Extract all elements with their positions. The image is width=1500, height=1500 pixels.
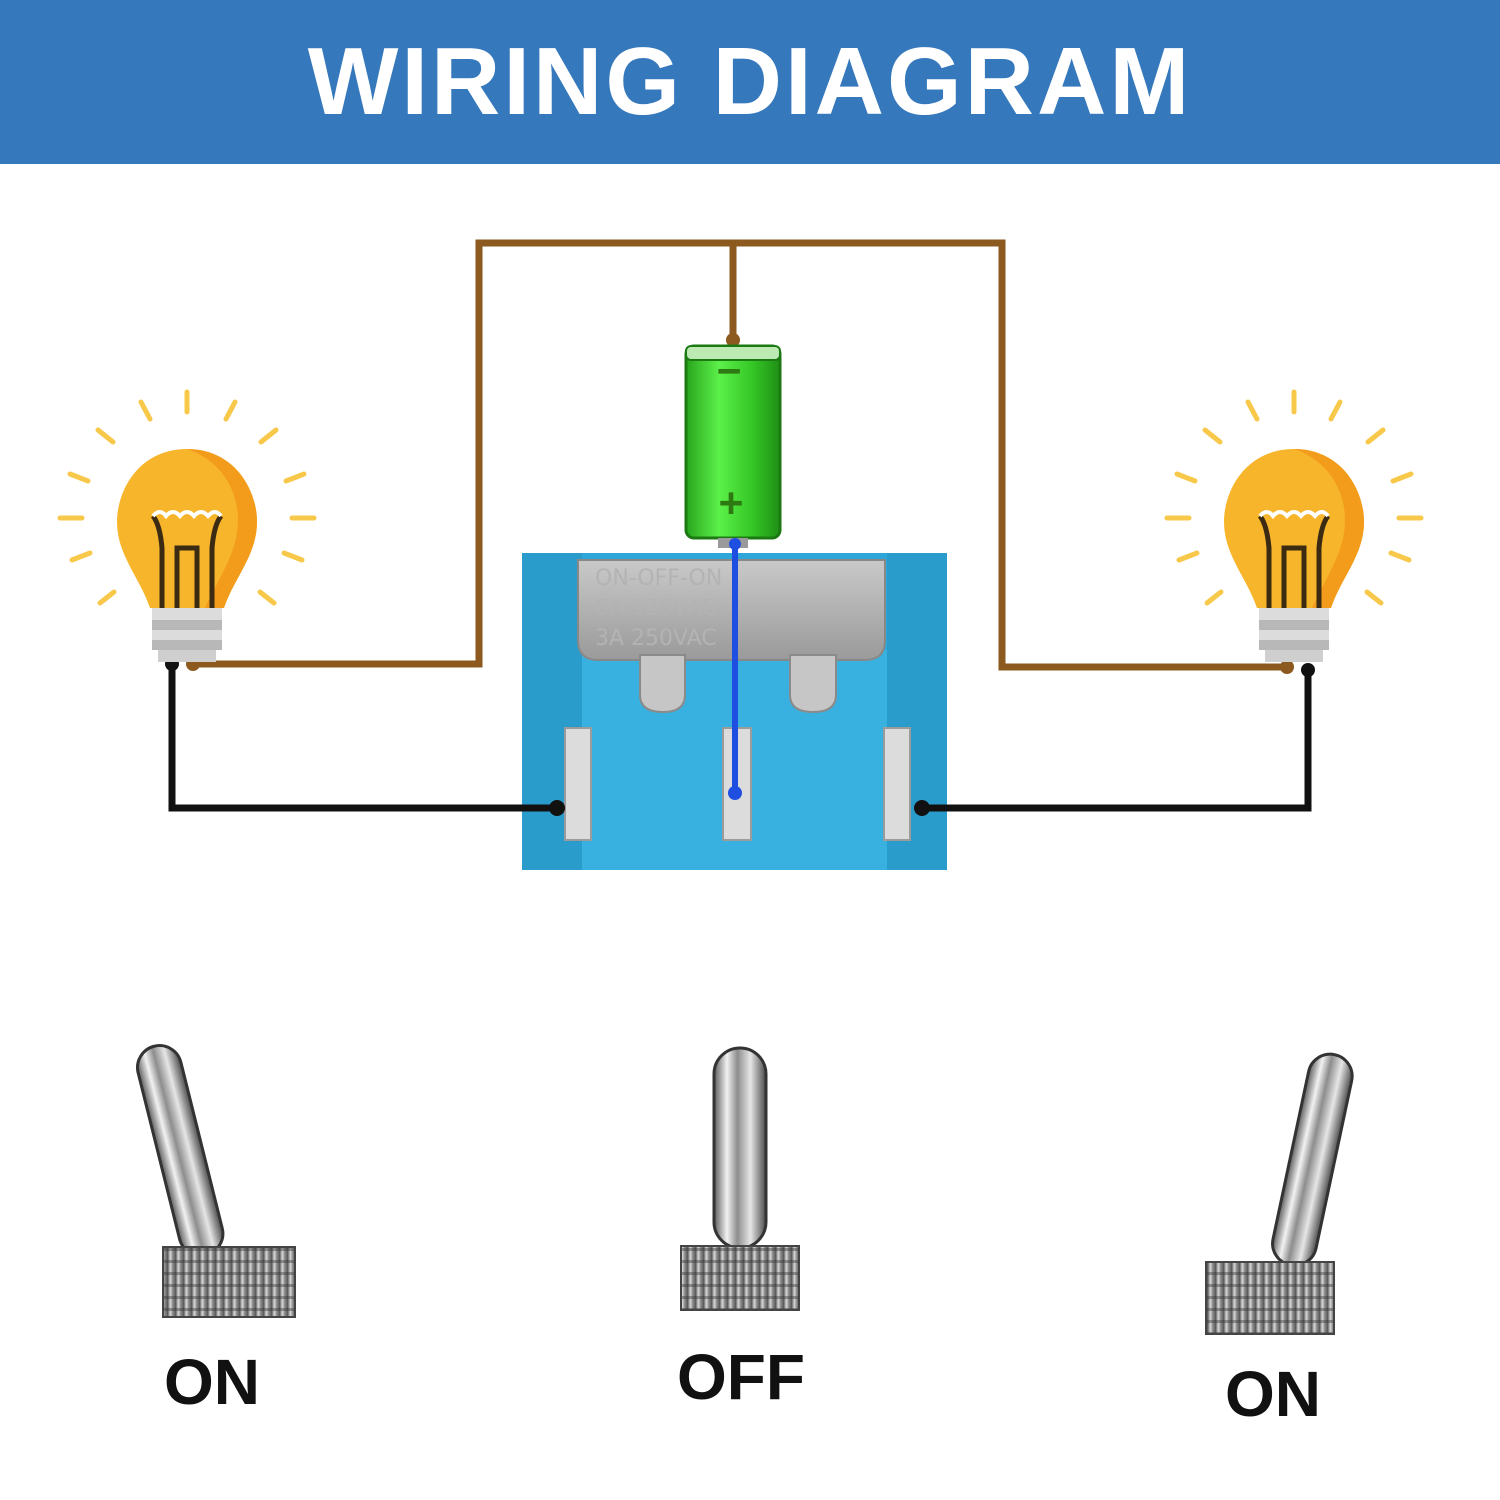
black-wire-node-right-terminal: [914, 800, 930, 816]
brown-wire-node-battery: [726, 333, 740, 347]
toggle-lever-2: [712, 1046, 768, 1250]
battery: − +: [684, 344, 782, 548]
light-rays-right-icon: [1164, 389, 1424, 606]
header-banner: WIRING DIAGRAM: [0, 0, 1500, 164]
battery-positive-icon: +: [719, 480, 743, 526]
toggle-nut-3: [1205, 1261, 1335, 1335]
toggle-label-2: OFF: [677, 1341, 805, 1413]
blue-wire-node-terminal: [728, 786, 742, 800]
battery-negative-icon: −: [717, 348, 741, 394]
terminal-right: [883, 727, 911, 841]
toggle-lever-3: [1271, 1052, 1354, 1267]
bulb-base-right: [1259, 608, 1329, 662]
toggle-label-1: ON: [164, 1346, 260, 1418]
black-wire-right: [922, 670, 1312, 812]
black-wire-node-right-bulb: [1301, 663, 1315, 677]
light-bulb-left: [57, 389, 317, 662]
switch-print-line-1: ON-OFF-ON: [595, 566, 722, 591]
bulb-base-left: [152, 608, 222, 662]
light-bulb-right: [1164, 389, 1424, 662]
toggle-switch-1: [136, 1044, 296, 1318]
toggle-nut-2: [680, 1245, 800, 1311]
page-title: WIRING DIAGRAM: [307, 28, 1193, 135]
toggle-label-3: ON: [1225, 1358, 1321, 1430]
brown-wire-left: [193, 239, 1287, 671]
toggle-nut-1: [162, 1246, 296, 1318]
switch-print-line-3: 3A 250VAC: [595, 626, 717, 651]
brown-wires: [193, 239, 1287, 671]
switch-metal-plate: ON-OFF-ON 6A 125VAC 3A 250VAC: [577, 559, 886, 661]
toggle-switch-2: [680, 1046, 800, 1311]
toggle-lever-1: [136, 1044, 225, 1258]
brown-wire-node-right-bulb: [1280, 660, 1294, 674]
wiring-diagram: ON-OFF-ON 6A 125VAC 3A 250VAC − +: [57, 239, 1424, 1335]
toggle-switch-3: [1205, 1052, 1354, 1335]
terminal-left: [564, 727, 592, 841]
black-wire-node-left-terminal: [549, 800, 565, 816]
blue-wire-node-battery: [729, 538, 741, 550]
switch-plate-tabs: [639, 654, 837, 714]
black-wire-left: [168, 664, 555, 812]
black-wires: [168, 664, 1312, 812]
light-rays-left-icon: [57, 389, 317, 606]
switch-print-line-2: 6A 125VAC: [595, 596, 717, 621]
